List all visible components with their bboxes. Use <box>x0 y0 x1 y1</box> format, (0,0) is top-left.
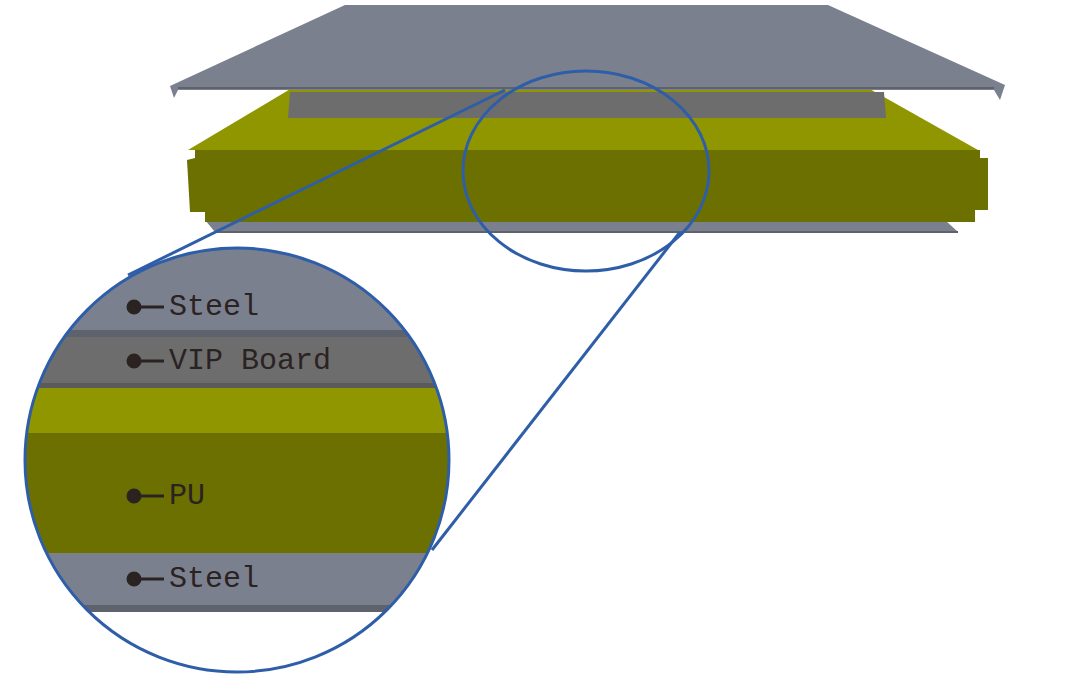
bottom-steel-edge <box>215 231 958 233</box>
pu-skin-band <box>20 388 460 433</box>
pu-band <box>20 433 460 553</box>
leader-line <box>134 306 164 309</box>
top-steel-lid <box>170 5 1005 100</box>
zoom-circle <box>25 248 449 672</box>
leader-line <box>134 578 164 581</box>
leader-line <box>134 360 164 363</box>
zoom-connector-line <box>128 90 505 275</box>
band-edge <box>20 330 460 337</box>
layer-label: Steel <box>169 290 259 324</box>
vip-board <box>288 92 886 118</box>
layer-label: Steel <box>169 562 259 596</box>
band-edge <box>20 383 460 388</box>
lid-edge <box>178 87 994 89</box>
vip-band <box>20 337 460 383</box>
leader-line <box>134 495 164 498</box>
layer-label: VIP Board <box>169 344 331 378</box>
layer-label: PU <box>169 479 205 513</box>
zoom-connector-line <box>432 232 680 550</box>
zoom-ground <box>20 612 460 678</box>
steel-band <box>20 553 460 605</box>
pu-top-surface <box>188 88 978 150</box>
